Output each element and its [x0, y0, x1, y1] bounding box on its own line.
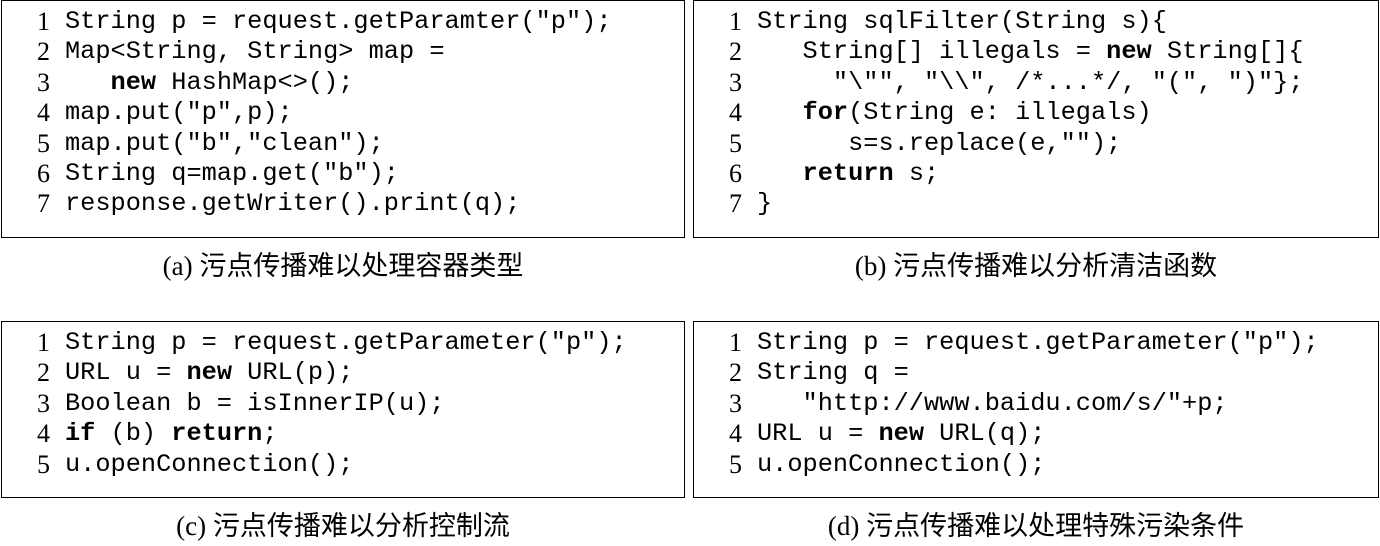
code-text: u.openConnection(); [757, 450, 1045, 480]
code-text: String p = request.getParameter("p"); [65, 328, 627, 358]
line-number: 4 [37, 98, 50, 128]
code-text: "\"", "\\", /*...*/, "(", ")"}; [757, 68, 1304, 98]
code-text: response.getWriter().print(q); [65, 189, 520, 219]
line-number: 7 [37, 189, 50, 219]
code-text: String p = request.getParameter("p"); [757, 328, 1319, 358]
code-text: for(String e: illegals) [757, 98, 1152, 128]
line-number: 6 [37, 158, 50, 188]
line-number: 4 [37, 419, 50, 449]
code-segment: } [757, 189, 773, 219]
code-segment: map.put("b","clean"); [65, 128, 384, 158]
code-text: Map<String, String> map = [65, 37, 445, 67]
code-segment: "\"", "\\", /*...*/, "(", ")"}; [757, 67, 1304, 97]
line-number: 5 [729, 449, 742, 479]
code-segment: String[] illegals = [757, 37, 1107, 67]
code-segment [757, 159, 803, 188]
code-text: String q = [757, 358, 909, 388]
line-number: 1 [37, 7, 50, 36]
line-number: 3 [37, 67, 50, 97]
code-segment: s; [893, 158, 940, 188]
code-keyword: new [110, 67, 157, 97]
code-text: String[] illegals = new String[]{ [757, 37, 1304, 67]
code-segment: URL u = [65, 358, 187, 388]
line-number: 1 [37, 328, 50, 357]
code-text: String q=map.get("b"); [65, 159, 399, 189]
code-keyword: return [802, 158, 894, 188]
code-text: } [757, 189, 772, 219]
line-number: 2 [729, 358, 742, 388]
code-segment: URL(p); [232, 358, 354, 388]
code-text: u.openConnection(); [65, 450, 353, 480]
code-segment: String p = request.getParamter("p"); [65, 7, 612, 36]
code-text: String p = request.getParamter("p"); [65, 7, 612, 37]
code-text: s=s.replace(e,""); [757, 129, 1121, 159]
code-segment [757, 98, 803, 127]
line-number: 3 [729, 388, 742, 418]
code-keyword: if [65, 419, 96, 449]
caption-c: (c) 污点传播难以分析控制流 [176, 511, 510, 541]
code-segment: u.openConnection(); [757, 449, 1046, 479]
caption-b: (b) 污点传播难以分析清洁函数 [854, 251, 1218, 281]
line-number: 2 [37, 37, 50, 67]
code-box-b: 1 String sqlFilter(String s){ 2 String[] i… [693, 0, 1379, 238]
code-box-a: 1 String p = request.getParamter("p"); 2 Ma… [1, 0, 685, 238]
code-text: map.put("b","clean"); [65, 129, 384, 159]
code-segment: URL u = [757, 419, 879, 449]
line-number: 2 [729, 37, 742, 67]
caption-a: (a) 污点传播难以处理容器类型 [162, 251, 524, 281]
code-segment: s=s.replace(e,""); [757, 128, 1122, 158]
caption-d: (d) 污点传播难以处理特殊污染条件 [827, 511, 1245, 541]
line-number: 6 [729, 158, 742, 188]
code-text: return s; [757, 158, 940, 189]
code-segment: String q = [757, 358, 909, 388]
code-text: map.put("p",p); [65, 98, 293, 128]
line-number: 5 [37, 128, 50, 158]
code-segment: String p = request.getParameter("p"); [757, 328, 1319, 357]
code-segment: u.openConnection(); [65, 449, 354, 479]
code-segment: map.put("p",p); [65, 98, 293, 128]
code-text: Boolean b = isInnerIP(u); [65, 389, 445, 419]
code-segment: Map<String, String> map = [65, 37, 445, 67]
line-number: 2 [37, 358, 50, 388]
line-number: 5 [37, 449, 50, 479]
code-keyword: new [1106, 37, 1152, 67]
line-number: 4 [729, 419, 742, 449]
code-segment: Boolean b = isInnerIP(u); [65, 388, 445, 418]
code-segment: String p = request.getParameter("p"); [65, 328, 627, 357]
code-segment: "http://www.baidu.com/s/"+p; [757, 388, 1228, 418]
code-segment: String q=map.get("b"); [65, 158, 399, 188]
code-segment: response.getWriter().print(q); [65, 189, 521, 219]
line-number: 1 [729, 328, 742, 357]
code-text: URL u = new URL(p); [65, 358, 353, 388]
line-number: 4 [729, 98, 742, 128]
code-segment: ; [262, 419, 278, 449]
code-segment: (String e: illegals) [848, 98, 1152, 128]
line-number: 3 [729, 67, 742, 97]
code-text: if (b) return; [65, 419, 278, 449]
code-text: new HashMap<>(); [65, 67, 354, 98]
code-segment: String[]{ [1151, 37, 1304, 67]
code-segment: (b) [95, 419, 172, 449]
code-keyword: return [171, 419, 263, 449]
code-text: URL u = new URL(q); [757, 419, 1045, 449]
code-keyword: new [186, 358, 232, 388]
line-number: 3 [37, 388, 50, 418]
code-segment: URL(q); [924, 419, 1046, 449]
line-number: 5 [729, 128, 742, 158]
code-text: "http://www.baidu.com/s/"+p; [757, 389, 1228, 419]
code-keyword: new [878, 419, 924, 449]
code-segment: String sqlFilter(String s){ [757, 7, 1167, 36]
code-segment: HashMap<>(); [156, 67, 354, 97]
line-number: 1 [729, 7, 742, 36]
code-text: String sqlFilter(String s){ [757, 7, 1167, 37]
code-segment [65, 68, 111, 97]
code-keyword: for [802, 98, 849, 128]
line-number: 7 [729, 189, 742, 219]
